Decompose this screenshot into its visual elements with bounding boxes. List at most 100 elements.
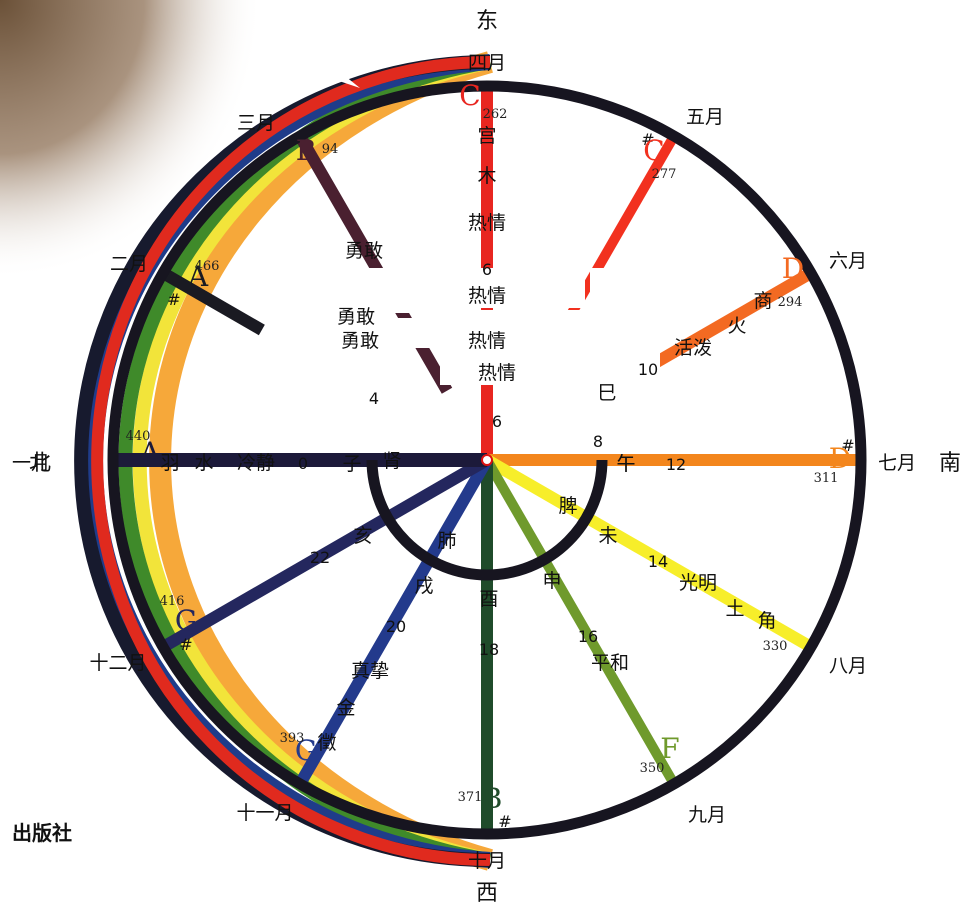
- spoke-8-word-2: 戌: [414, 575, 433, 597]
- spoke-7-number: 371: [458, 790, 483, 805]
- hub-label-zi: 子: [342, 453, 361, 475]
- spoke-10-word-2: 水: [194, 452, 213, 474]
- spoke-3-word-5: 巳: [597, 382, 616, 404]
- spoke-10-word-1: 羽: [160, 452, 179, 474]
- direction-east: 东: [476, 9, 498, 34]
- spoke-3-word-2: 火: [727, 315, 746, 337]
- spoke-7-word-2: 酉: [479, 588, 498, 610]
- inner-hub-ring: [366, 459, 608, 581]
- spoke-8-word-1: 肺: [437, 530, 456, 552]
- spoke-9-code: G: [175, 604, 197, 637]
- spoke-6-word-2: 16: [578, 627, 598, 646]
- month-label-8: 八月: [829, 655, 867, 677]
- spoke-10-code: A: [139, 436, 161, 469]
- spoke-9-word-2: 亥: [353, 525, 372, 547]
- spoke-6-number: 350: [640, 761, 665, 776]
- spoke-3-word-6: 8: [593, 432, 603, 451]
- spoke-8-word-3: 20: [386, 617, 406, 636]
- spoke-9-word-1: #: [179, 635, 192, 654]
- spoke-12-word-4: 4: [369, 389, 379, 408]
- label-backing-7: [440, 350, 580, 385]
- month-label-3: 三月: [237, 112, 275, 134]
- month-label-4: 四月: [468, 52, 506, 74]
- spoke-1-word-5: 热情: [468, 285, 506, 307]
- direction-west: 西: [476, 881, 498, 905]
- red-arc: [91, 56, 491, 866]
- month-label-10: 十月: [468, 850, 506, 872]
- spoke-12-number: 94: [322, 142, 339, 157]
- spoke-8-number: 393: [280, 731, 305, 746]
- spoke-12-word-1: 勇敢: [345, 240, 383, 262]
- spoke-10-word-4: 0: [298, 454, 308, 473]
- hub-label-wu: 午: [616, 453, 635, 475]
- label-backing-1: [320, 268, 440, 313]
- label-backing-2: [300, 318, 430, 348]
- spoke-2-word-1: #: [641, 130, 654, 149]
- spoke-5-word-6: 角: [757, 610, 776, 632]
- spoke-5-word-4: 光明: [679, 572, 717, 594]
- spoke-1-word-1: 宫: [477, 125, 496, 147]
- spoke-6-code: F: [660, 732, 679, 765]
- spoke-10-number: 440: [126, 429, 151, 444]
- spoke-2-code: C: [643, 134, 664, 167]
- diagram-labels: 一月二月三月四月五月六月七月八月九月十月十一月十二月东南西北宫木热情6热情热情热…: [12, 9, 961, 906]
- label-backing-3: [320, 370, 410, 410]
- spoke-3-word-1: 商: [753, 290, 772, 312]
- spoke-8-word-5: 金: [336, 697, 355, 719]
- spoke-5-word-2: 未: [598, 525, 617, 547]
- spoke-5-word-5: 土: [725, 598, 744, 620]
- spoke-10-word-3: 冷静: [237, 452, 275, 474]
- publisher-text: 出版社: [12, 821, 72, 845]
- spoke-11-word-1: #: [167, 290, 180, 309]
- month-label-5: 五月: [686, 106, 724, 128]
- spoke-11-number: 466: [195, 259, 220, 274]
- spoke-lines: [113, 86, 861, 834]
- spoke-1-word-2: 木: [477, 165, 496, 187]
- spoke-1-word-7: 热情: [478, 362, 516, 384]
- spoke-12-word-3: 勇敢: [341, 330, 379, 352]
- spoke-8-word-4: 真挚: [351, 660, 389, 682]
- direction-north: 北: [29, 451, 51, 476]
- spoke-3-number: 294: [778, 295, 803, 310]
- label-backing-9: [590, 268, 660, 418]
- spoke-4-word-2: 午: [616, 453, 635, 475]
- month-label-11: 十一月: [236, 802, 293, 824]
- month-label-2: 二月: [110, 253, 148, 275]
- spoke-3-word-4: 10: [638, 360, 658, 379]
- spoke-10-word-5: 肾: [382, 450, 401, 472]
- spoke-5-word-3: 14: [648, 552, 668, 571]
- month-label-12: 十二月: [89, 652, 146, 674]
- spoke-1-word-8: 6: [492, 412, 502, 431]
- spoke-12-code: B: [296, 134, 317, 167]
- spoke-4-code: D: [829, 442, 851, 475]
- spoke-2-number: 277: [652, 167, 677, 182]
- spoke-line-6: [482, 457, 679, 787]
- center-dot: [481, 454, 493, 466]
- spoke-3-code: D: [782, 252, 804, 285]
- spoke-6-word-1: 申: [542, 570, 561, 592]
- direction-south: 南: [939, 451, 961, 476]
- spoke-3-word-3: 活泼: [674, 337, 712, 359]
- highlight-mark: [268, 72, 360, 88]
- spoke-line-9: [160, 454, 491, 653]
- spoke-4-word-1: #: [841, 436, 854, 455]
- month-label-6: 六月: [829, 250, 867, 272]
- outer-ring: [107, 80, 867, 840]
- month-label-9: 九月: [688, 804, 726, 826]
- spoke-1-word-4: 6: [482, 260, 492, 279]
- spoke-9-word-3: 22: [310, 548, 330, 567]
- spoke-4-number: 311: [814, 471, 839, 486]
- spoke-1-number: 262: [483, 107, 508, 122]
- spoke-7-word-1: #: [498, 812, 511, 831]
- label-backing-8: [510, 380, 600, 440]
- spoke-12-word-2: 勇敢: [337, 306, 375, 328]
- spoke-line-8: [294, 456, 493, 787]
- spoke-1-word-3: 热情: [468, 212, 506, 234]
- label-backing-4: [360, 410, 450, 450]
- spoke-8-word-6: 徵: [317, 732, 336, 754]
- spoke-line-11: [160, 267, 265, 336]
- spoke-5-number: 330: [763, 639, 788, 654]
- spoke-11-code: A: [187, 260, 209, 293]
